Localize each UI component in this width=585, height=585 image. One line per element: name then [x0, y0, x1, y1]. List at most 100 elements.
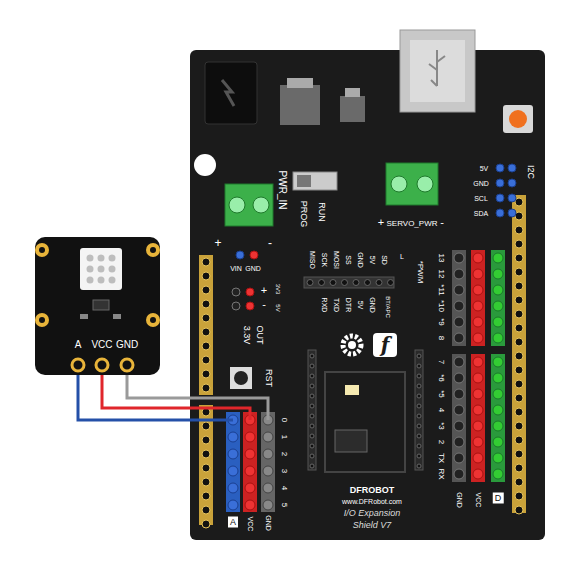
header-pin: [202, 272, 210, 280]
header-pin: [232, 302, 240, 310]
board-label: 3V3: [275, 284, 281, 295]
board-label: VCC: [475, 493, 482, 508]
regulator: [340, 96, 365, 122]
mount-hole: [39, 247, 45, 253]
regulator-tab: [287, 78, 313, 88]
board-label: TX: [437, 453, 445, 463]
header-pin: [245, 500, 255, 510]
board-label: GND: [369, 297, 376, 313]
header-pin: [310, 434, 314, 438]
header-pin: [310, 384, 314, 388]
board-label: RX: [437, 468, 445, 479]
header-pin: [263, 432, 273, 442]
header-pin: [454, 373, 464, 383]
header-pin: [263, 483, 273, 493]
header-pin: [310, 424, 314, 428]
board-label: SS: [345, 255, 352, 264]
header-pin: [515, 478, 523, 486]
mount-pad: [35, 243, 49, 257]
smd-chip: [93, 300, 109, 310]
sensor-hole: [98, 255, 105, 262]
terminal-screw: [391, 176, 407, 192]
mount-pad: [35, 313, 49, 327]
sensor-module: AVCCGND: [35, 237, 160, 375]
board-label: 12: [437, 270, 445, 279]
header-pin: [454, 389, 464, 399]
header-pin: [246, 288, 254, 296]
board-label: VIN: [230, 265, 242, 272]
header-pin: [245, 449, 255, 459]
board-label: 7: [437, 360, 445, 364]
header-pin: [493, 317, 503, 327]
board-label: D: [493, 493, 504, 504]
header-pin: [202, 520, 210, 528]
sensor-hole: [109, 266, 116, 273]
header-strip: [199, 405, 213, 525]
rst-button-base: [230, 367, 252, 389]
header-pin: [202, 342, 210, 350]
header-pin: [310, 394, 314, 398]
header-pin: [508, 209, 516, 217]
header-pin: [493, 405, 503, 415]
sensor-hole: [98, 277, 105, 284]
header-pin: [454, 453, 464, 463]
board-label: +: [261, 285, 267, 296]
header-pin: [417, 464, 421, 468]
terminal-screw: [253, 197, 269, 213]
header-pin: [515, 408, 523, 416]
board-label: -: [440, 217, 444, 228]
led: [345, 385, 359, 395]
header-pin: [493, 333, 503, 343]
board-label: GND: [245, 265, 261, 272]
header-pin: [417, 424, 421, 428]
jumper-wire: [102, 375, 190, 408]
header-pin: [376, 280, 382, 286]
header-strip: [226, 412, 240, 512]
header-pin: [228, 500, 238, 510]
usb-port: [400, 30, 475, 112]
reset-base: [503, 105, 533, 133]
header-pin: [473, 437, 483, 447]
header-pin: [330, 280, 336, 286]
header-pin: [228, 432, 238, 442]
board-label: TXD: [333, 298, 340, 312]
header-pin: [454, 253, 464, 263]
wire-grey: [190, 398, 268, 420]
board-label: RXD: [321, 298, 328, 313]
header-pin: [202, 436, 210, 444]
header-pin: [454, 285, 464, 295]
header-pin: [310, 454, 314, 458]
header-pin: [473, 357, 483, 367]
header-pin: [508, 164, 516, 172]
regulator-tab: [345, 88, 360, 97]
shield-board: [190, 50, 545, 540]
board-label: 5V: [357, 301, 364, 310]
gas-sensor: [80, 248, 122, 290]
sensor-hole: [98, 266, 105, 273]
header-pin: [232, 288, 240, 296]
board-label: 3.3V: [242, 326, 251, 345]
board-label: www.DFRobot.com: [342, 498, 402, 505]
header-pin: [493, 421, 503, 431]
header-pin: [515, 310, 523, 318]
header-pin: [515, 506, 523, 514]
mount-pad: [146, 243, 160, 257]
gear-logo-core: [348, 341, 356, 349]
side-header: [308, 350, 316, 470]
gear-logo: [343, 336, 361, 354]
board-label: 4: [280, 486, 288, 490]
prog-run-switch: [293, 172, 337, 190]
header-pin: [515, 450, 523, 458]
header-pin: [515, 324, 523, 332]
header-strip: [471, 250, 485, 346]
header-pin: [454, 357, 464, 367]
header-pin: [417, 374, 421, 378]
header-pin: [388, 280, 394, 286]
header-pin: [417, 434, 421, 438]
header-pin: [310, 354, 314, 358]
header-pin: [515, 226, 523, 234]
rst-button: [234, 371, 248, 385]
board-label: 5: [280, 503, 288, 507]
header-pin: [473, 421, 483, 431]
